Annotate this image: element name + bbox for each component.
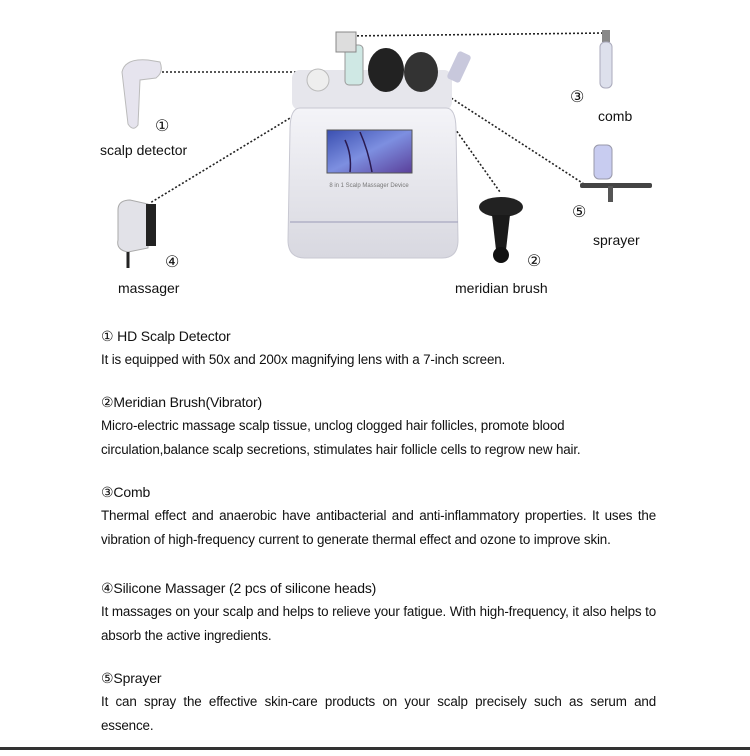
section-comb: ③Comb Thermal effect and anaerobic have … xyxy=(101,480,656,552)
section-sprayer: ⑤Sprayer It can spray the effective skin… xyxy=(101,666,656,738)
section-title: ⑤Sprayer xyxy=(101,670,162,686)
section-silicone-massager: ④Silicone Massager (2 pcs of silicone he… xyxy=(101,576,656,648)
device-caption: 8 in 1 Scalp Massager Device xyxy=(329,183,409,189)
section-text: It massages on your scalp and helps to r… xyxy=(101,604,656,643)
scalp-detector-image xyxy=(121,59,162,129)
label-comb: comb xyxy=(598,108,633,124)
label-number-meridian-brush: ② xyxy=(527,253,542,270)
massager-image xyxy=(117,199,156,268)
section-title: ②Meridian Brush(Vibrator) xyxy=(101,394,263,410)
feature-descriptions: ① HD Scalp Detector It is equipped with … xyxy=(101,324,656,756)
bottom-border xyxy=(0,747,750,750)
section-meridian-brush: ②Meridian Brush(Vibrator) Micro-electric… xyxy=(101,390,656,462)
section-text: It can spray the effective skin-care pro… xyxy=(101,694,656,733)
label-sprayer: sprayer xyxy=(593,232,640,248)
section-title: ① HD Scalp Detector xyxy=(101,328,231,344)
dotted-connectors xyxy=(149,32,607,204)
section-title: ③Comb xyxy=(101,484,151,500)
label-meridian-brush: meridian brush xyxy=(455,280,548,296)
label-number-comb: ③ xyxy=(570,89,585,106)
meridian-brush-image xyxy=(479,197,523,263)
label-number-sprayer: ⑤ xyxy=(572,204,587,221)
product-diagram: 8 in 1 Scalp Massager Device xyxy=(117,30,652,268)
section-text: It is equipped with 50x and 200x magnify… xyxy=(101,352,506,367)
main-device: 8 in 1 Scalp Massager Device xyxy=(287,31,471,259)
sprayer-image xyxy=(580,144,652,202)
section-scalp-detector: ① HD Scalp Detector It is equipped with … xyxy=(101,324,656,372)
section-text: Thermal effect and anaerobic have antiba… xyxy=(101,508,656,547)
label-number-massager: ④ xyxy=(165,254,180,271)
section-title: ④Silicone Massager (2 pcs of silicone he… xyxy=(101,580,377,596)
section-text: Micro-electric massage scalp tissue, unc… xyxy=(101,418,581,457)
label-number-scalp-detector: ① xyxy=(155,118,170,135)
label-massager: massager xyxy=(118,280,180,296)
label-scalp-detector: scalp detector xyxy=(100,142,188,158)
comb-image xyxy=(599,30,613,89)
